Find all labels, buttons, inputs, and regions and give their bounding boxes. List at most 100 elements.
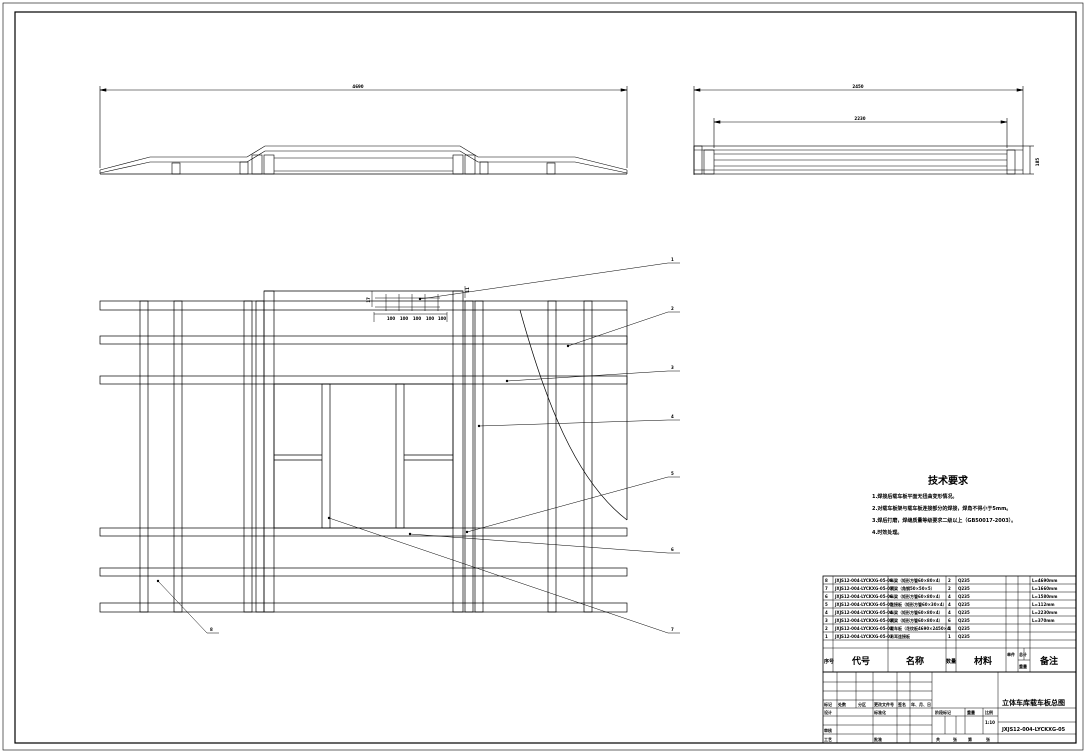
bom-row-code: JXJS12-004-LYCKXG-05-05 [834, 602, 893, 607]
bom-row-qty: 1 [948, 626, 951, 631]
bom-row-code: JXJS12-004-LYCKXG-05-02 [834, 626, 893, 631]
hole-dim-5: 100 [438, 316, 447, 321]
bom-header-note: 备注 [1039, 655, 1058, 667]
bom-row-mat: Q235 [958, 594, 970, 599]
hole-pattern [371, 286, 466, 322]
tb-sign: 签名 [897, 701, 906, 707]
bom-row-note: L=112mm [1032, 602, 1055, 607]
bom-row-qty: 1 [948, 634, 951, 639]
bom-row-note: L=4690mm [1032, 578, 1057, 583]
bom-row-no: 2 [825, 626, 828, 631]
bom-row-no: 8 [825, 578, 828, 583]
bom-row-code: JXJS12-004-LYCKXG-05-01 [834, 634, 893, 639]
front-dim-total: 4690 [352, 84, 363, 89]
bom-row-name: 吊耳连接板 [890, 633, 911, 639]
tb-sheet-1: 共 [936, 736, 940, 742]
tb-scale-label: 比例 [985, 709, 993, 715]
inner-border [14, 11, 1077, 744]
tb-stage: 阶段标记 [935, 709, 951, 715]
hole-dim-v1: 17 [366, 297, 371, 303]
callout-8: 8 [210, 627, 213, 632]
tb-sheet-2: 张 [953, 736, 958, 742]
bom-row-qty: 2 [948, 578, 951, 583]
bom-row-code: JXJS12-004-LYCKXG-05-07 [834, 586, 893, 591]
bom-row-no: 1 [825, 634, 828, 639]
callout-4: 4 [671, 414, 674, 419]
bom-row-name: 纵梁（矩形方管60×80×4） [889, 609, 943, 615]
tb-review: 审核 [824, 727, 832, 733]
bom-row-no: 3 [825, 618, 828, 623]
tb-process: 工艺 [824, 736, 832, 742]
bom-row-qty: 4 [948, 602, 951, 607]
bom-row-no: 7 [825, 586, 828, 591]
tb-scale-value: 1:10 [985, 720, 995, 725]
drawing-code: JXJS12-004-LYCKXG-05 [1001, 727, 1066, 733]
bom-rows: 8 JXJS12-004-LYCKXG-05-08 纵梁（矩形方管60×80×4… [825, 577, 1057, 639]
bom-row-code: JXJS12-004-LYCKXG-05-06 [834, 594, 893, 599]
bom-row-qty: 4 [948, 594, 951, 599]
bom-header-code: 代号 [851, 655, 870, 667]
bom-row-mat: Q235 [958, 610, 970, 615]
callout-6: 6 [671, 547, 674, 552]
tb-sheet-3: 第 [968, 736, 972, 742]
leaders [157, 262, 680, 634]
hole-dim-v2: 11 [465, 287, 470, 293]
title-block: 标记 处数 分区 更改文件号 签名 年、月、日 设计 标准化 审核 工艺 批准 … [823, 698, 1066, 742]
bom-row-name: 连接板（矩形方管60×30×4） [890, 601, 947, 607]
bom-row-mat: Q235 [958, 618, 970, 623]
bom-header-no: 序号 [823, 658, 834, 665]
callout-5: 5 [671, 471, 674, 476]
bom-row-name: 纵梁（矩形方管60×80×4） [889, 593, 943, 599]
bom-row-name: 横梁（角钢50×50×5） [889, 585, 935, 591]
hole-dim-3: 100 [413, 316, 422, 321]
bom-row-no: 4 [825, 610, 828, 615]
bom-row-mat: Q235 [958, 602, 970, 607]
bom-row-code: JXJS12-004-LYCKXG-05-08 [834, 578, 893, 583]
bom-row-no: 6 [825, 594, 828, 599]
bom-header-mat: 材料 [973, 655, 992, 667]
title-block-grid [822, 671, 1077, 744]
plan-view [99, 290, 628, 613]
tb-change: 更改文件号 [874, 701, 894, 707]
tb-sheet-4: 张 [986, 736, 991, 742]
bom-row-note: L=1580mm [1032, 594, 1057, 599]
tech-note-1: 1.焊接后载车板平面无扭曲变形情况。 [872, 493, 957, 500]
tb-zone: 分区 [858, 701, 866, 707]
bom-row-no: 5 [825, 602, 828, 607]
bom-row-mat: Q235 [958, 626, 970, 631]
callout-7: 7 [671, 627, 674, 632]
bom-row-name: 纵梁（矩形方管60×80×4） [889, 577, 943, 583]
tb-design: 设计 [824, 709, 832, 715]
callout-1: 1 [671, 257, 674, 262]
side-dim-overall: 2450 [852, 84, 863, 89]
bom-row-mat: Q235 [958, 634, 970, 639]
hole-dim-2: 100 [400, 316, 409, 321]
bom-row-mat: Q235 [958, 586, 970, 591]
side-dim-height: 185 [1035, 158, 1040, 167]
bom-row-code: JXJS12-004-LYCKXG-05-03 [834, 618, 893, 623]
bom-row-name: 载车板（花纹板4690×2450×4） [890, 625, 954, 631]
tb-weight: 重量 [967, 709, 975, 715]
hole-dim-4: 100 [426, 316, 435, 321]
bom-row-name: 横梁（矩形方管60×80×4） [889, 617, 943, 623]
side-dim-inner: 2230 [854, 116, 865, 121]
bom-row-qty: 2 [948, 586, 951, 591]
bom-row-note: L=2230mm [1032, 610, 1057, 615]
bom-header: 序号 代号 名称 数量 材料 单件 总计 重量 备注 [823, 651, 1058, 669]
bom-row-note: L=370mm [1032, 618, 1055, 623]
callout-3: 3 [671, 365, 674, 370]
tb-date: 年、月、日 [911, 701, 931, 707]
bom-row-qty: 4 [948, 610, 951, 615]
tb-approve: 批准 [874, 736, 882, 742]
hole-dim-1: 100 [387, 316, 396, 321]
leader-dots [156, 297, 570, 583]
tb-mark: 标记 [823, 701, 832, 707]
bom-header-weight: 重量 [1019, 663, 1027, 669]
front-view [99, 86, 628, 175]
tech-notes-title: 技术要求 [928, 474, 969, 487]
side-view [693, 86, 1034, 175]
bom-header-total: 总计 [1019, 651, 1027, 657]
bom-header-name: 名称 [906, 655, 924, 667]
